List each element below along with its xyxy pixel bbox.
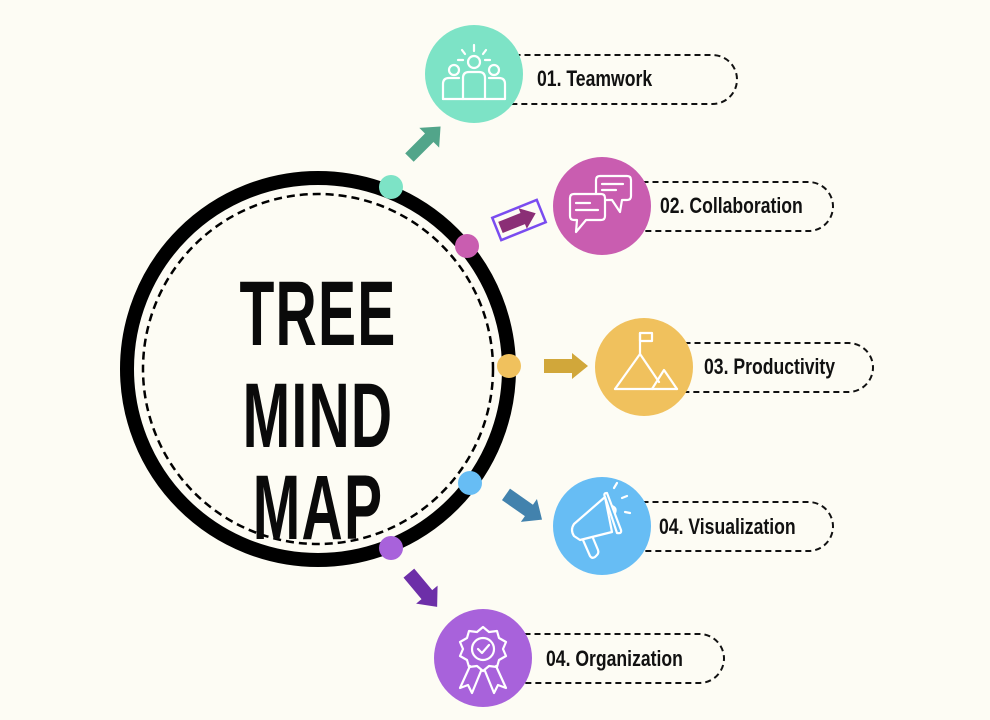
node-organization[interactable] bbox=[434, 609, 532, 707]
megaphone-icon bbox=[570, 481, 632, 559]
node-productivity[interactable] bbox=[595, 318, 693, 416]
label-visualization: 04. Visualization bbox=[659, 514, 796, 539]
label-organization: 04. Organization bbox=[546, 646, 683, 671]
team-icon bbox=[441, 43, 507, 101]
node-visualization[interactable] bbox=[553, 477, 651, 575]
node-collaboration[interactable] bbox=[553, 157, 651, 255]
arrow-productivity-icon bbox=[544, 353, 588, 379]
pill-visualization bbox=[597, 501, 834, 552]
label-productivity: 03. Productivity bbox=[704, 354, 836, 379]
selection-box bbox=[490, 198, 548, 242]
title-line-2: MIND MAP bbox=[242, 365, 394, 559]
connector-dot-collaboration bbox=[455, 234, 479, 258]
pill-collaboration bbox=[597, 181, 834, 232]
connector-dot-teamwork bbox=[379, 175, 403, 199]
arrow-collaboration-icon[interactable] bbox=[490, 198, 548, 242]
connector-dot-organization bbox=[379, 536, 403, 560]
label-collaboration: 02. Collaboration bbox=[660, 193, 803, 218]
award-badge-icon bbox=[458, 625, 508, 695]
arrow-organization-icon bbox=[403, 568, 438, 607]
connector-dot-visualization bbox=[458, 471, 482, 495]
node-teamwork[interactable] bbox=[425, 25, 523, 123]
label-teamwork: 01. Teamwork bbox=[537, 66, 653, 91]
arrow-teamwork-icon bbox=[405, 126, 441, 162]
inner-dashed-ring bbox=[141, 192, 495, 546]
connector-dot-productivity bbox=[497, 354, 521, 378]
mountain-flag-icon bbox=[613, 331, 679, 391]
chat-bubbles-icon bbox=[568, 174, 633, 234]
arrow-visualization-icon bbox=[501, 488, 543, 522]
title-line-1: TREE bbox=[239, 263, 397, 365]
